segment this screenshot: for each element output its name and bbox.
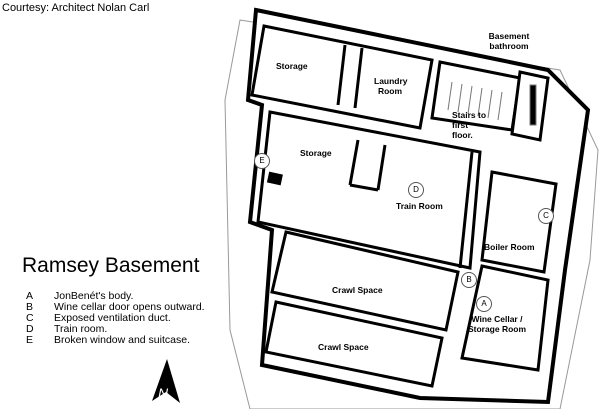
legend-key: C <box>26 312 34 324</box>
room-label-boiler: Boiler Room <box>484 242 535 252</box>
room-crawl-space-1 <box>270 230 460 332</box>
suitcase-icon <box>266 171 283 186</box>
legend-item: E Broken window and suitcase. <box>26 334 190 346</box>
room-boiler <box>480 170 558 274</box>
credit-text: Courtesy: Architect Nolan Carl <box>2 2 150 14</box>
legend-text: JonBenét's body. <box>54 290 134 302</box>
legend-text: Wine cellar door opens outward. <box>54 301 205 313</box>
marker-a: A <box>476 296 492 312</box>
marker-b: B <box>461 272 477 288</box>
north-arrow-icon: N <box>152 359 180 403</box>
room-storage-train <box>256 110 482 270</box>
room-crawl-space-2 <box>264 300 444 388</box>
room-label-crawl-1: Crawl Space <box>332 285 383 295</box>
north-label: N <box>158 385 169 401</box>
legend-item: D Train room. <box>26 323 107 335</box>
legend-text: Train room. <box>54 323 108 335</box>
room-label-stairs: Stairs to first floor. <box>452 110 487 140</box>
legend-key: A <box>26 290 34 302</box>
room-label-laundry: Laundry Room <box>374 76 408 96</box>
legend-item: B Wine cellar door opens outward. <box>26 301 205 313</box>
room-label-crawl-2: Crawl Space <box>318 342 369 352</box>
room-label-storage-main: Storage <box>300 148 332 158</box>
legend-text: Exposed ventilation duct. <box>54 312 171 324</box>
plan-title: Ramsey Basement <box>22 254 200 277</box>
legend-key: B <box>26 301 34 313</box>
legend-key: E <box>26 334 34 346</box>
room-label-wine-cellar: Wine Cellar / Storage Room <box>467 314 527 334</box>
legend-item: A JonBenét's body. <box>26 290 133 302</box>
marker-c: C <box>538 208 554 224</box>
legend-text: Broken window and suitcase. <box>54 334 190 346</box>
legend-item: C Exposed ventilation duct. <box>26 312 171 324</box>
room-label-train: Train Room <box>396 201 443 211</box>
room-label-bathroom: Basement bathroom <box>488 31 530 51</box>
room-label-storage-top: Storage <box>276 61 308 71</box>
marker-d: D <box>408 182 424 198</box>
room-wine-cellar <box>460 264 550 372</box>
legend-key: D <box>26 323 34 335</box>
marker-e: E <box>254 153 270 169</box>
